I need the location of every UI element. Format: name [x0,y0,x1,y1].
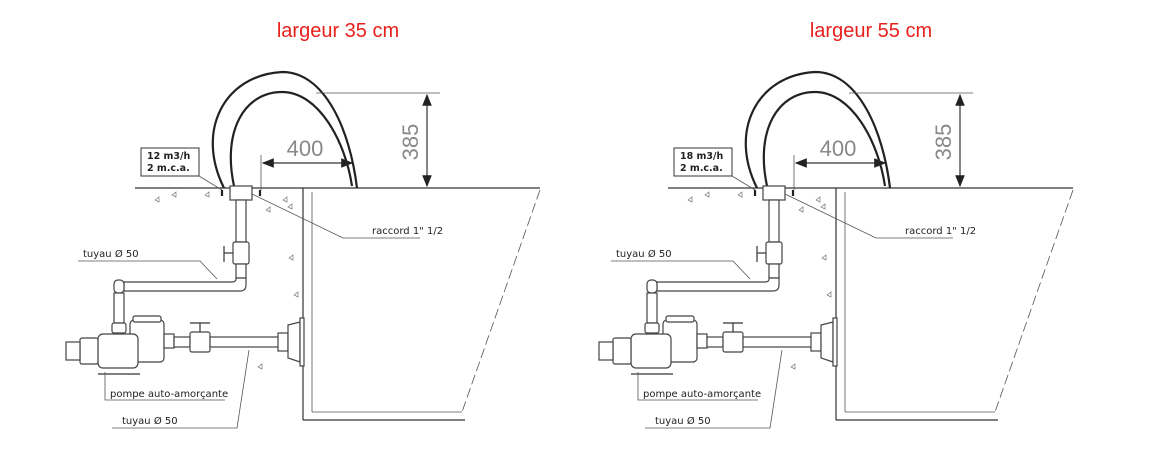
width-dimension: 400 [260,136,354,190]
pool-structure [668,187,1074,421]
installation-diagram-panel: largeur 55 cm 385 [598,20,1074,429]
flow-rate: 12 m3/h [147,151,191,162]
upper-pipe-callout: tuyau Ø 50 [78,248,218,280]
upper-pipe-label: tuyau Ø 50 [616,248,672,260]
water-jet-arc [744,70,892,189]
self-priming-pump [65,315,175,375]
panel-title: largeur 55 cm [810,20,932,42]
head-pressure: 2 m.c.a. [147,163,190,174]
width-dimension: 400 [793,136,887,190]
panel-title: largeur 35 cm [277,20,399,42]
width-dimension-label: 400 [820,136,857,161]
height-dimension-label: 385 [931,124,956,161]
nozzle-and-riser [113,185,262,324]
height-dimension: 385 [849,92,973,188]
water-jet-arc [211,70,359,189]
pump-label: pompe auto-amorçante [643,389,761,400]
self-priming-pump [598,315,708,375]
fitting-label: raccord 1" 1/2 [905,226,976,237]
lower-pipe-callout: tuyau Ø 50 [645,349,783,429]
suction-line [173,317,305,367]
head-pressure: 2 m.c.a. [680,163,723,174]
lower-pipe-label: tuyau Ø 50 [655,415,711,427]
nozzle-and-riser [646,185,795,324]
lower-pipe-label: tuyau Ø 50 [122,415,178,427]
fitting-callout: raccord 1" 1/2 [784,193,976,239]
lower-pipe-callout: tuyau Ø 50 [112,349,250,429]
flow-spec-box: 18 m3/h 2 m.c.a. [673,147,756,191]
flow-rate: 18 m3/h [680,151,724,162]
pump-callout: pompe auto-amorçante [637,372,761,401]
fitting-label: raccord 1" 1/2 [372,226,443,237]
fitting-callout: raccord 1" 1/2 [251,193,443,239]
suction-line [706,317,838,367]
height-dimension: 385 [316,92,440,188]
installation-diagram-panel: largeur 35 cm 385 [65,20,541,429]
width-dimension-label: 400 [287,136,324,161]
flow-spec-box: 12 m3/h 2 m.c.a. [140,147,223,191]
upper-pipe-label: tuyau Ø 50 [83,248,139,260]
pool-structure [135,187,541,421]
pump-callout: pompe auto-amorçante [104,372,228,401]
upper-pipe-callout: tuyau Ø 50 [611,248,751,280]
height-dimension-label: 385 [398,124,423,161]
pump-label: pompe auto-amorçante [110,389,228,400]
